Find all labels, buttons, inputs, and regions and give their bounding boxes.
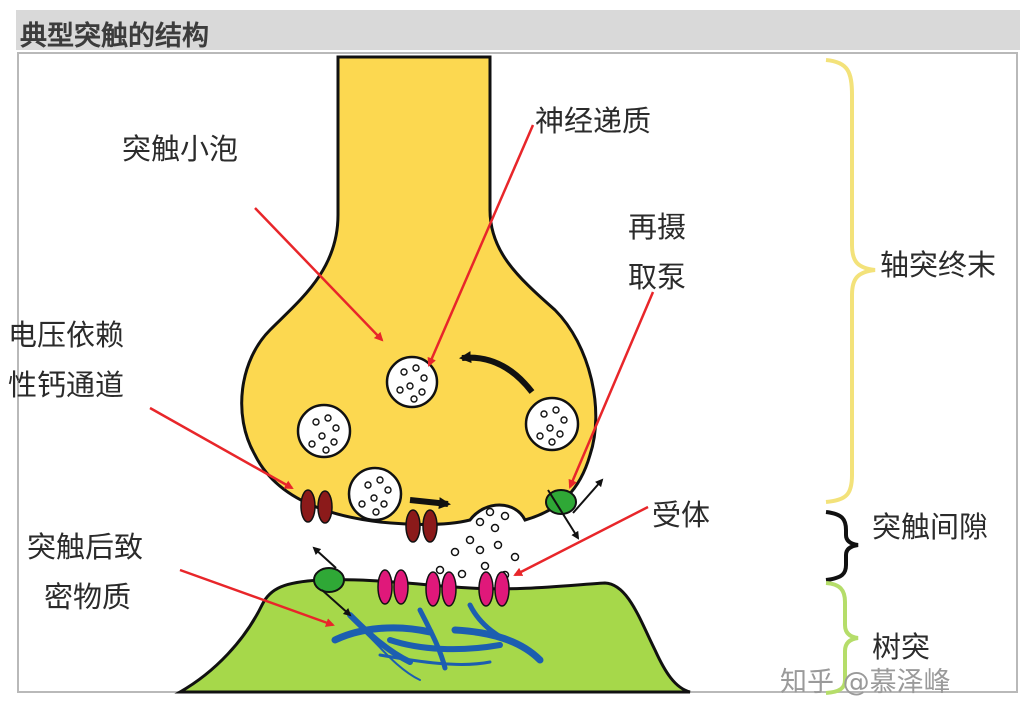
postsynaptic-pump [312, 546, 352, 617]
reuptake-pump [545, 478, 604, 540]
label-receptor: 受体 [652, 498, 711, 532]
label-reuptake-line1: 再摄 [628, 210, 687, 244]
cytoskeleton [331, 602, 544, 681]
vesicle-recycling-arrow [459, 351, 535, 394]
label-calcium-line2: 性钙通道 [8, 368, 125, 402]
diagram-title: 典型突触的结构 [20, 21, 209, 52]
released-neurotransmitter [435, 507, 520, 580]
label-calcium-line1: 电压依赖 [8, 318, 125, 352]
calcium-channels [300, 489, 438, 543]
label-axon-terminal: 轴突终末 [880, 248, 997, 282]
label-dendrite: 树突 [872, 630, 931, 664]
arrow-postsynaptic [179, 568, 335, 627]
label-postsynaptic-line2: 密物质 [44, 580, 132, 614]
vesicle-docking-arrow [409, 497, 451, 510]
vesicle-contents [308, 364, 568, 516]
title-bar: 典型突触的结构 [16, 10, 1020, 52]
label-postsynaptic-line1: 突触后致 [27, 530, 144, 564]
label-reuptake-line2: 取泵 [628, 260, 687, 294]
label-neurotransmitter: 神经递质 [535, 104, 652, 138]
brace-dendrite [825, 581, 859, 695]
arrow-neurotransmitter [427, 124, 535, 367]
brace-synaptic-cleft [825, 510, 859, 582]
watermark: 知乎 @慕泽峰 [780, 667, 951, 698]
label-synaptic-vesicle: 突触小泡 [122, 132, 239, 166]
arrow-calcium [149, 406, 294, 490]
brace-axon-terminal [825, 58, 876, 504]
label-synaptic-cleft: 突触间隙 [872, 510, 989, 544]
receptors [377, 569, 510, 607]
arrow-reuptake [568, 291, 655, 489]
arrow-receptor [513, 505, 649, 577]
arrow-vesicle [254, 207, 384, 342]
pointer-arrows [149, 124, 655, 627]
